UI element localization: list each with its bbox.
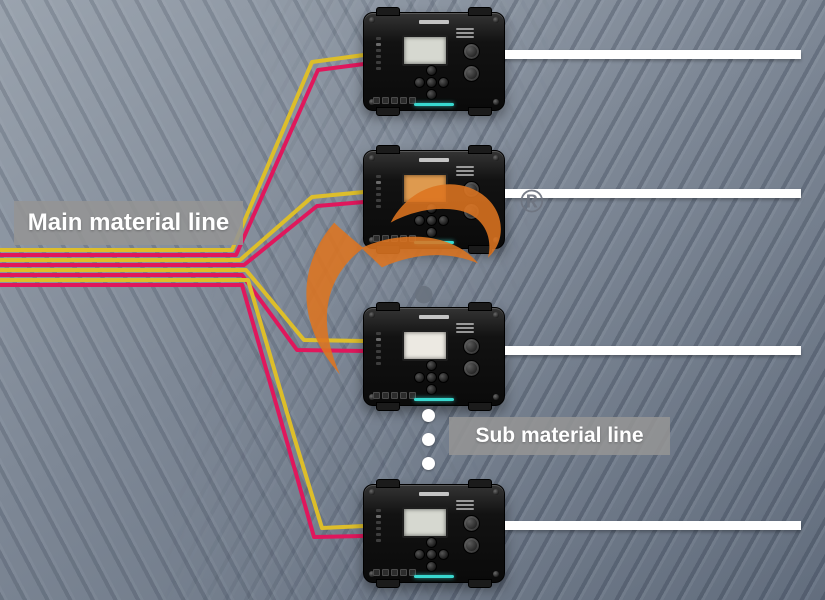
controller-device-4 <box>363 479 505 588</box>
brand-label <box>419 315 449 319</box>
up-button <box>426 203 437 214</box>
brand-label <box>419 20 449 24</box>
knob <box>463 338 480 355</box>
up-button <box>426 537 437 548</box>
screw <box>493 99 499 105</box>
screw <box>369 312 375 318</box>
mounting-ear <box>376 107 400 116</box>
sub-material-line-3 <box>505 346 801 355</box>
mounting-ear <box>376 579 400 588</box>
mounting-ear <box>468 479 492 488</box>
screw <box>369 394 375 400</box>
left-button <box>414 77 425 88</box>
ellipsis-dot <box>422 433 435 446</box>
knob <box>463 203 480 220</box>
enter-button <box>426 549 437 560</box>
sub-material-line-4 <box>505 521 801 530</box>
mounting-ear <box>468 107 492 116</box>
device-display <box>402 173 448 204</box>
enter-button <box>426 372 437 383</box>
sub-material-line-1 <box>505 50 801 59</box>
brand-label <box>419 492 449 496</box>
screw <box>369 17 375 23</box>
accent-light <box>414 103 454 106</box>
mounting-ear <box>468 7 492 16</box>
mounting-ear <box>468 402 492 411</box>
right-button <box>438 549 449 560</box>
screw <box>369 571 375 577</box>
enter-button <box>426 77 437 88</box>
ellipsis-dot <box>422 409 435 422</box>
screw <box>493 312 499 318</box>
down-button <box>426 561 437 572</box>
accent-light <box>414 241 454 244</box>
right-button <box>438 215 449 226</box>
indicator-leds <box>376 509 381 542</box>
function-keys <box>373 392 416 399</box>
left-button <box>414 215 425 226</box>
main-material-line-label: Main material line <box>14 201 243 245</box>
screw <box>369 99 375 105</box>
screw <box>493 155 499 161</box>
knob <box>463 43 480 60</box>
right-info-panel <box>456 323 474 333</box>
indicator-leds <box>376 37 381 70</box>
right-info-panel <box>456 500 474 510</box>
up-button <box>426 65 437 76</box>
screw <box>369 489 375 495</box>
down-button <box>426 227 437 238</box>
ellipsis-dots <box>422 409 435 470</box>
knob <box>463 65 480 82</box>
knob <box>463 537 480 554</box>
right-info-panel <box>456 28 474 38</box>
screw <box>493 571 499 577</box>
registered-trademark: ® <box>520 183 544 219</box>
device-display <box>402 35 448 66</box>
device-display <box>402 507 448 538</box>
mounting-ear <box>376 479 400 488</box>
screw <box>493 394 499 400</box>
mounting-ear <box>376 245 400 254</box>
screw <box>493 237 499 243</box>
accent-light <box>414 575 454 578</box>
enter-button <box>426 215 437 226</box>
mounting-ear <box>376 302 400 311</box>
controller-device-3 <box>363 302 505 411</box>
screw <box>369 155 375 161</box>
brand-label <box>419 158 449 162</box>
down-button <box>426 384 437 395</box>
mounting-ear <box>468 302 492 311</box>
mounting-ear <box>468 145 492 154</box>
knob <box>463 181 480 198</box>
controller-device-1 <box>363 7 505 116</box>
screw <box>493 489 499 495</box>
accent-light <box>414 398 454 401</box>
function-keys <box>373 569 416 576</box>
up-button <box>426 360 437 371</box>
controller-device-2 <box>363 145 505 254</box>
knob <box>463 360 480 377</box>
device-display <box>402 330 448 361</box>
knob <box>463 515 480 532</box>
mounting-ear <box>376 402 400 411</box>
left-button <box>414 549 425 560</box>
mounting-ear <box>376 145 400 154</box>
right-button <box>438 372 449 383</box>
indicator-leds <box>376 332 381 365</box>
right-info-panel <box>456 166 474 176</box>
mounting-ear <box>468 579 492 588</box>
function-keys <box>373 97 416 104</box>
indicator-leds <box>376 175 381 208</box>
down-button <box>426 89 437 100</box>
mounting-ear <box>376 7 400 16</box>
sub-material-line-label: Sub material line <box>449 417 670 455</box>
sub-material-line-2 <box>505 189 801 198</box>
function-keys <box>373 235 416 242</box>
left-button <box>414 372 425 383</box>
mounting-ear <box>468 245 492 254</box>
screw <box>493 17 499 23</box>
ellipsis-dot <box>422 457 435 470</box>
right-button <box>438 77 449 88</box>
